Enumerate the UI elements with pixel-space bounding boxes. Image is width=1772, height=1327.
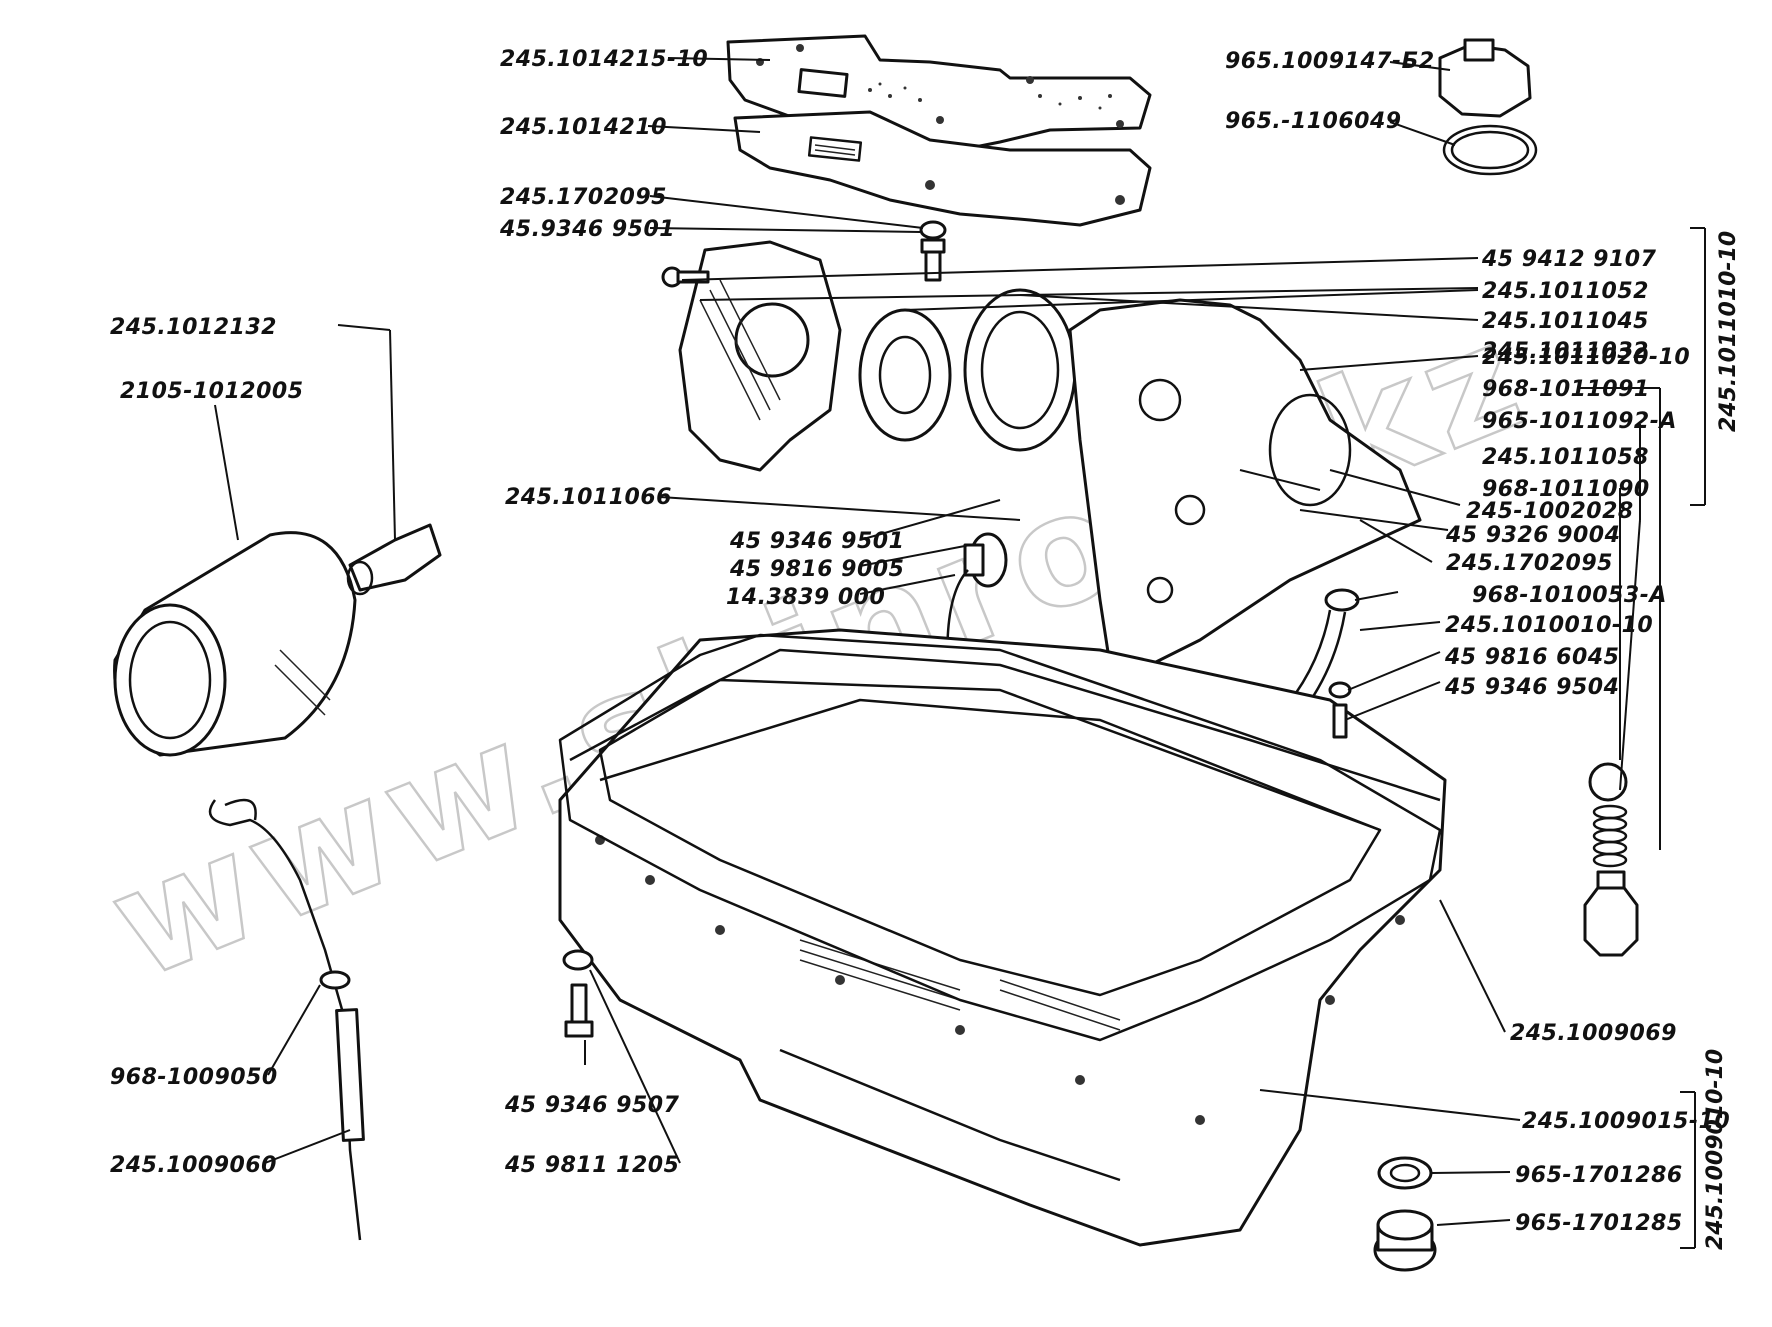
pan-gasket <box>558 633 1442 1042</box>
label-245-1009069: 245.1009069 <box>1510 1021 1677 1046</box>
label-245-1009060: 245.1009060 <box>110 1153 277 1178</box>
dipstick <box>208 798 365 1241</box>
label-45-9346-9507: 45 9346 9507 <box>504 1093 680 1118</box>
group-labels: 245.1011010-10 245.1009010-10 <box>1703 231 1741 1250</box>
label-245-1014210: 245.1014210 <box>500 115 667 140</box>
label-245-1011045: 245.1011045 <box>1482 309 1649 334</box>
label-968-1010053-a: 968-1010053-А <box>1472 583 1667 608</box>
label-245-1011032: 245.1011032 <box>1482 339 1649 364</box>
label-245-1014215-10: 245.1014215-10 <box>500 47 708 72</box>
label-14-3839-000: 14.3839 000 <box>726 585 885 610</box>
label-965-1701285: 965-1701285 <box>1515 1211 1683 1236</box>
label-245-1011052: 245.1011052 <box>1482 279 1649 304</box>
drive-gear <box>858 308 952 442</box>
label-45-9816-9005: 45 9816 9005 <box>729 557 904 582</box>
label-45-9346-9501-mid: 45 9346 9501 <box>729 529 904 554</box>
drain-plug <box>1373 1209 1437 1272</box>
leader-lines <box>214 57 1706 1249</box>
label-245-1702095-top: 245.1702095 <box>500 185 667 210</box>
label-45-9346-9504: 45 9346 9504 <box>1444 675 1619 700</box>
label-45-9412-9107: 45 9412 9107 <box>1481 247 1657 272</box>
group-label-245-1011010-10: 245.1011010-10 <box>1716 231 1741 432</box>
label-968-1011091: 968-1011091 <box>1482 377 1650 402</box>
part-labels: 245.1014215-10 245.1014210 245.1702095 4… <box>110 47 1730 1236</box>
label-45-9346-9501-top: 45.9346 9501 <box>499 217 675 242</box>
relief-valve-ball <box>1588 762 1628 802</box>
label-45-9326-9004: 45 9326 9004 <box>1445 523 1620 548</box>
label-245-1009015-10: 245.1009015-10 <box>1522 1109 1730 1134</box>
label-968-1011090: 968-1011090 <box>1482 477 1650 502</box>
label-245-1002028: 245-1002028 <box>1466 499 1634 524</box>
washer-top <box>919 220 947 282</box>
label-245-1010010-10: 245.1010010-10 <box>1445 613 1653 638</box>
driven-gear <box>963 288 1077 452</box>
cover-plate-lower <box>733 110 1152 227</box>
oil-pan <box>558 628 1447 1247</box>
label-2105-1012005: 2105-1012005 <box>120 379 304 404</box>
label-965-1009147-b2: 965.1009147-Б2 <box>1225 49 1435 74</box>
label-45-9811-1205: 45 9811 1205 <box>504 1153 679 1178</box>
relief-valve-plug <box>1583 870 1639 957</box>
oil-filter <box>113 531 357 757</box>
group-label-245-1009010-10: 245.1009010-10 <box>1703 1049 1728 1250</box>
label-245-1011020-10: 245.1011020-10 <box>1482 345 1690 370</box>
oil-filler-cap <box>1438 38 1538 176</box>
drain-plug-washer <box>1377 1156 1433 1190</box>
label-965-1701286: 965-1701286 <box>1515 1163 1683 1188</box>
label-245-1011058: 245.1011058 <box>1482 445 1649 470</box>
relief-valve-spring <box>1592 804 1628 868</box>
strainer-bolt <box>1324 588 1360 739</box>
label-965-1106049: 965.-1106049 <box>1225 109 1402 134</box>
label-968-1009050: 968-1009050 <box>110 1065 278 1090</box>
pan-bolt <box>562 949 594 1038</box>
label-245-1702095-mid: 245.1702095 <box>1446 551 1613 576</box>
label-245-1011066: 245.1011066 <box>505 485 672 510</box>
label-245-1012132: 245.1012132 <box>110 315 277 340</box>
label-45-9816-6045: 45 9816 6045 <box>1444 645 1619 670</box>
pump-bolt <box>661 266 710 288</box>
label-965-1011092-a: 965-1011092-А <box>1482 409 1677 434</box>
oil-pump-body <box>1068 298 1422 667</box>
